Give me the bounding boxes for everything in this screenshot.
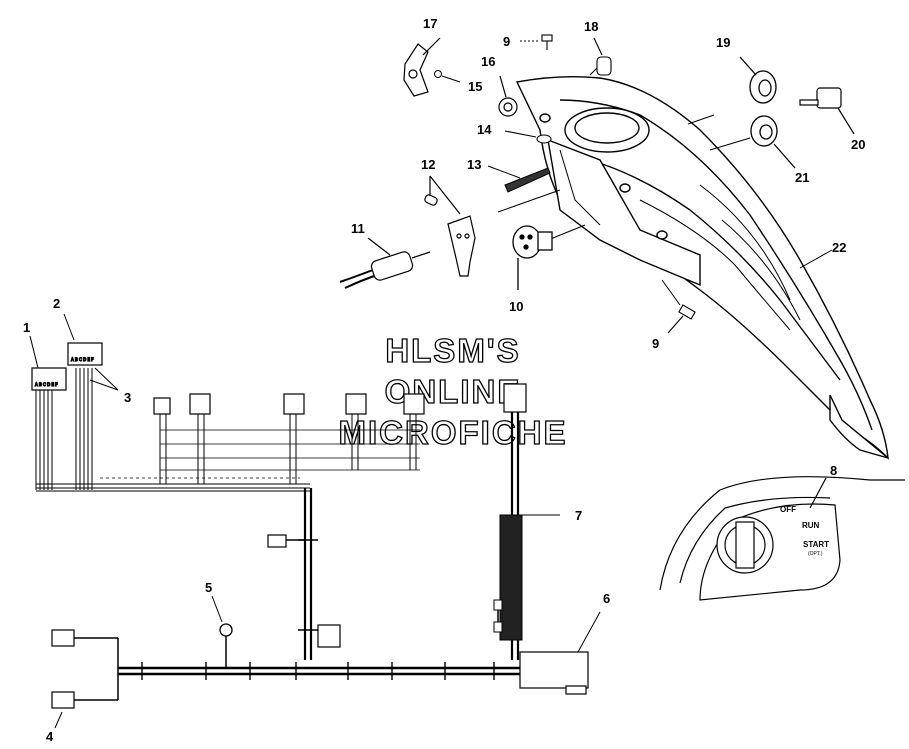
connector-2-code: A B C D E F	[71, 357, 94, 362]
callout-11: 11	[351, 221, 365, 236]
callout-14: 14	[477, 122, 492, 137]
screw-9-top	[520, 34, 553, 50]
callout-7: 7	[575, 508, 582, 523]
bracket-17	[403, 37, 441, 97]
switch-start-label: START	[803, 540, 829, 549]
watermark-line-3: MICROFICHE	[339, 414, 568, 451]
callout-5: 5	[205, 580, 212, 595]
callout-9-top: 9	[503, 34, 510, 49]
callout-4: 4	[46, 729, 54, 744]
switch-run-label: RUN	[802, 521, 820, 530]
callout-21: 21	[795, 170, 809, 185]
strip-13	[487, 165, 551, 193]
callout-2: 2	[53, 296, 60, 311]
callout-15: 15	[468, 79, 482, 94]
switch-off-label: OFF	[780, 505, 796, 514]
switch-inset	[659, 476, 905, 601]
body-panel	[515, 75, 889, 460]
callout-9-bottom: 9	[652, 336, 659, 351]
connector-housings: A B C D E F A B C D E F	[31, 342, 589, 709]
harness	[29, 313, 601, 729]
bulb-18	[589, 37, 612, 76]
callout-3: 3	[124, 390, 131, 405]
callout-13: 13	[467, 157, 481, 172]
callout-12: 12	[421, 157, 435, 172]
callout-10: 10	[509, 299, 523, 314]
watermark-line-1: HLSM'S	[385, 332, 520, 369]
leader-lines	[497, 114, 833, 306]
callout-6: 6	[603, 591, 610, 606]
callout-8: 8	[830, 463, 837, 478]
ignition-switch-10	[512, 225, 553, 290]
callout-1: 1	[23, 320, 30, 335]
callouts: 1 2 3 4 5 6 7 8 9 9 10 11 12 13 14 15 16…	[23, 16, 865, 744]
grommet-21	[750, 115, 796, 169]
cap-12	[424, 175, 476, 277]
nut-15	[434, 70, 461, 83]
callout-20: 20	[851, 137, 865, 152]
callout-19: 19	[716, 35, 730, 50]
callout-22: 22	[832, 240, 846, 255]
callout-17: 17	[423, 16, 437, 31]
washer-14	[504, 130, 552, 144]
connector-1-code: A B C D E F	[35, 382, 58, 387]
watermark: HLSM'S ONLINE MICROFICHE	[338, 331, 568, 451]
callout-18: 18	[584, 19, 598, 34]
switch-position-labels: OFF RUN START (OPT.)	[780, 505, 829, 557]
star-washer-16	[498, 75, 518, 117]
switch-start-note: (OPT.)	[808, 551, 823, 557]
screw-9-bottom	[667, 304, 696, 334]
callout-16: 16	[481, 54, 495, 69]
grommet-19	[739, 56, 777, 104]
sensor-11	[339, 237, 431, 289]
key-20	[799, 87, 855, 135]
